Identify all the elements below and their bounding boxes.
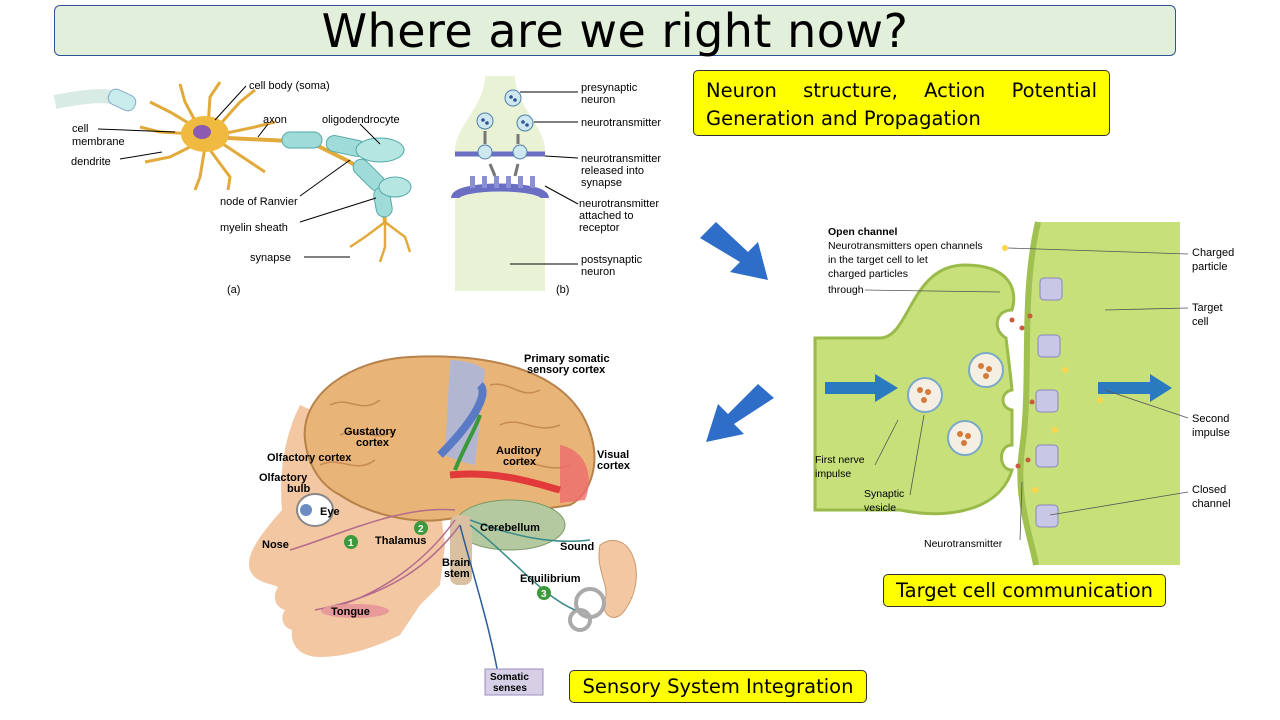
label-somatic-1: Somatic — [490, 672, 529, 683]
label-vesicle-1: Synaptic — [864, 488, 904, 500]
marker-2 — [414, 521, 428, 535]
label-second-2: impulse — [1192, 427, 1230, 439]
label-aud-2: cortex — [503, 456, 537, 468]
marker-1-label: 1 — [348, 538, 354, 549]
label-gust-1: Gustatory — [344, 426, 397, 438]
label-cerebellum: Cerebellum — [480, 522, 540, 534]
eye-shape — [296, 493, 334, 527]
marker-1 — [344, 535, 358, 549]
label-released-1: neurotransmitter — [581, 153, 661, 165]
neuron-structure-box: Neuron structure, Action Potential Gener… — [693, 70, 1110, 136]
label-released-2: released into — [581, 165, 644, 177]
label-oligodendrocyte: oligodendrocyte — [322, 114, 400, 126]
label-axon: axon — [263, 114, 287, 126]
target-cell-box: Target cell communication — [883, 574, 1166, 607]
brain-diagram: 1 2 3 Primary somatic sensory cortex Gus… — [249, 353, 637, 696]
synapse-diagram: presynaptic neuron neurotransmitter neur… — [451, 76, 661, 296]
second-impulse-arrow-icon — [1098, 374, 1172, 402]
label-brain-stem-1: Brain — [442, 557, 470, 569]
channel-diagram: Open channel Neurotransmitters open chan… — [800, 220, 1234, 566]
label-vesicle-2: vesicle — [864, 502, 896, 514]
label-olf-bulb-1: Olfactory — [259, 472, 308, 484]
label-equilibrium: Equilibrium — [520, 573, 581, 585]
label-neurotransmitter: neurotransmitter — [581, 117, 661, 129]
label-presynaptic-1: presynaptic — [581, 82, 638, 94]
ear-shape — [598, 539, 637, 618]
neuron-diagram: cell body (soma) axon oligodendrocyte ce… — [53, 80, 412, 296]
label-target-2: cell — [1192, 316, 1209, 328]
label-somatic-2: senses — [493, 683, 527, 694]
label-olf-bulb-2: bulb — [287, 483, 310, 495]
slide-title: Where are we right now? — [321, 3, 909, 58]
label-released-3: synapse — [581, 177, 622, 189]
sensory-integration-box: Sensory System Integration — [569, 670, 867, 703]
label-synapse: synapse — [250, 252, 291, 264]
label-psc-1: Primary somatic — [524, 353, 610, 365]
marker-3 — [537, 586, 551, 600]
first-impulse-arrow-icon — [825, 374, 898, 402]
label-node-of-ranvier: node of Ranvier — [220, 196, 298, 208]
label-open-channel: Open channel — [828, 226, 898, 238]
label-sound: Sound — [560, 541, 594, 553]
label-first-1: First nerve — [815, 454, 865, 466]
label-eye: Eye — [320, 506, 340, 518]
label-desc-2: in the target cell to let — [828, 254, 928, 266]
nucleus-shape — [193, 125, 211, 139]
label-second-1: Second — [1192, 413, 1229, 425]
label-target-1: Target — [1192, 302, 1223, 314]
label-presynaptic-2: neuron — [581, 94, 615, 106]
label-cell: cell — [72, 123, 89, 135]
label-postsynaptic-1: postsynaptic — [581, 254, 643, 266]
somatic-senses-box — [484, 668, 544, 696]
label-charged-1: Charged — [1192, 247, 1234, 259]
label-closed-2: channel — [1192, 498, 1231, 510]
label-charged-2: particle — [1192, 261, 1227, 273]
postsynaptic-membrane — [455, 189, 545, 291]
arrow-down-left-icon — [706, 384, 774, 442]
label-nose: Nose — [262, 539, 289, 551]
label-tongue: Tongue — [331, 606, 370, 618]
arrow-down-right-icon — [700, 222, 768, 280]
label-cell-body: cell body (soma) — [249, 80, 330, 92]
label-vis-2: cortex — [597, 460, 631, 472]
label-myelin-sheath: myelin sheath — [220, 222, 288, 234]
label-desc-3: charged particles — [828, 268, 908, 280]
label-attached-3: receptor — [579, 222, 620, 234]
visual-cortex-area — [560, 445, 589, 503]
label-gust-2: cortex — [356, 437, 390, 449]
label-psc-2: sensory cortex — [527, 364, 606, 376]
label-desc-1: Neurotransmitters open channels — [828, 240, 983, 252]
presynaptic-terminal — [455, 76, 545, 156]
label-panel-b: (b) — [556, 284, 569, 296]
label-attached-1: neurotransmitter — [579, 198, 659, 210]
label-thalamus: Thalamus — [375, 535, 426, 547]
tongue-shape — [321, 604, 389, 618]
label-panel-a: (a) — [227, 284, 240, 296]
label-brain-stem-2: stem — [444, 568, 470, 580]
label-closed-1: Closed — [1192, 484, 1226, 496]
label-first-2: impulse — [815, 468, 851, 480]
label-membrane: membrane — [72, 136, 125, 148]
label-desc-4: through — [828, 284, 864, 296]
slide-title-bar: Where are we right now? — [54, 3, 1176, 58]
label-olf-cortex: Olfactory cortex — [267, 452, 352, 464]
label-postsynaptic-2: neuron — [581, 266, 615, 278]
label-vis-1: Visual — [597, 449, 629, 461]
marker-2-label: 2 — [418, 524, 424, 535]
label-dendrite: dendrite — [71, 156, 111, 168]
label-neurotransmitter-ch: Neurotransmitter — [924, 538, 1003, 550]
label-attached-2: attached to — [579, 210, 633, 222]
brain-stem-shape — [450, 515, 472, 585]
marker-3-label: 3 — [541, 589, 547, 600]
label-aud-1: Auditory — [496, 445, 542, 457]
